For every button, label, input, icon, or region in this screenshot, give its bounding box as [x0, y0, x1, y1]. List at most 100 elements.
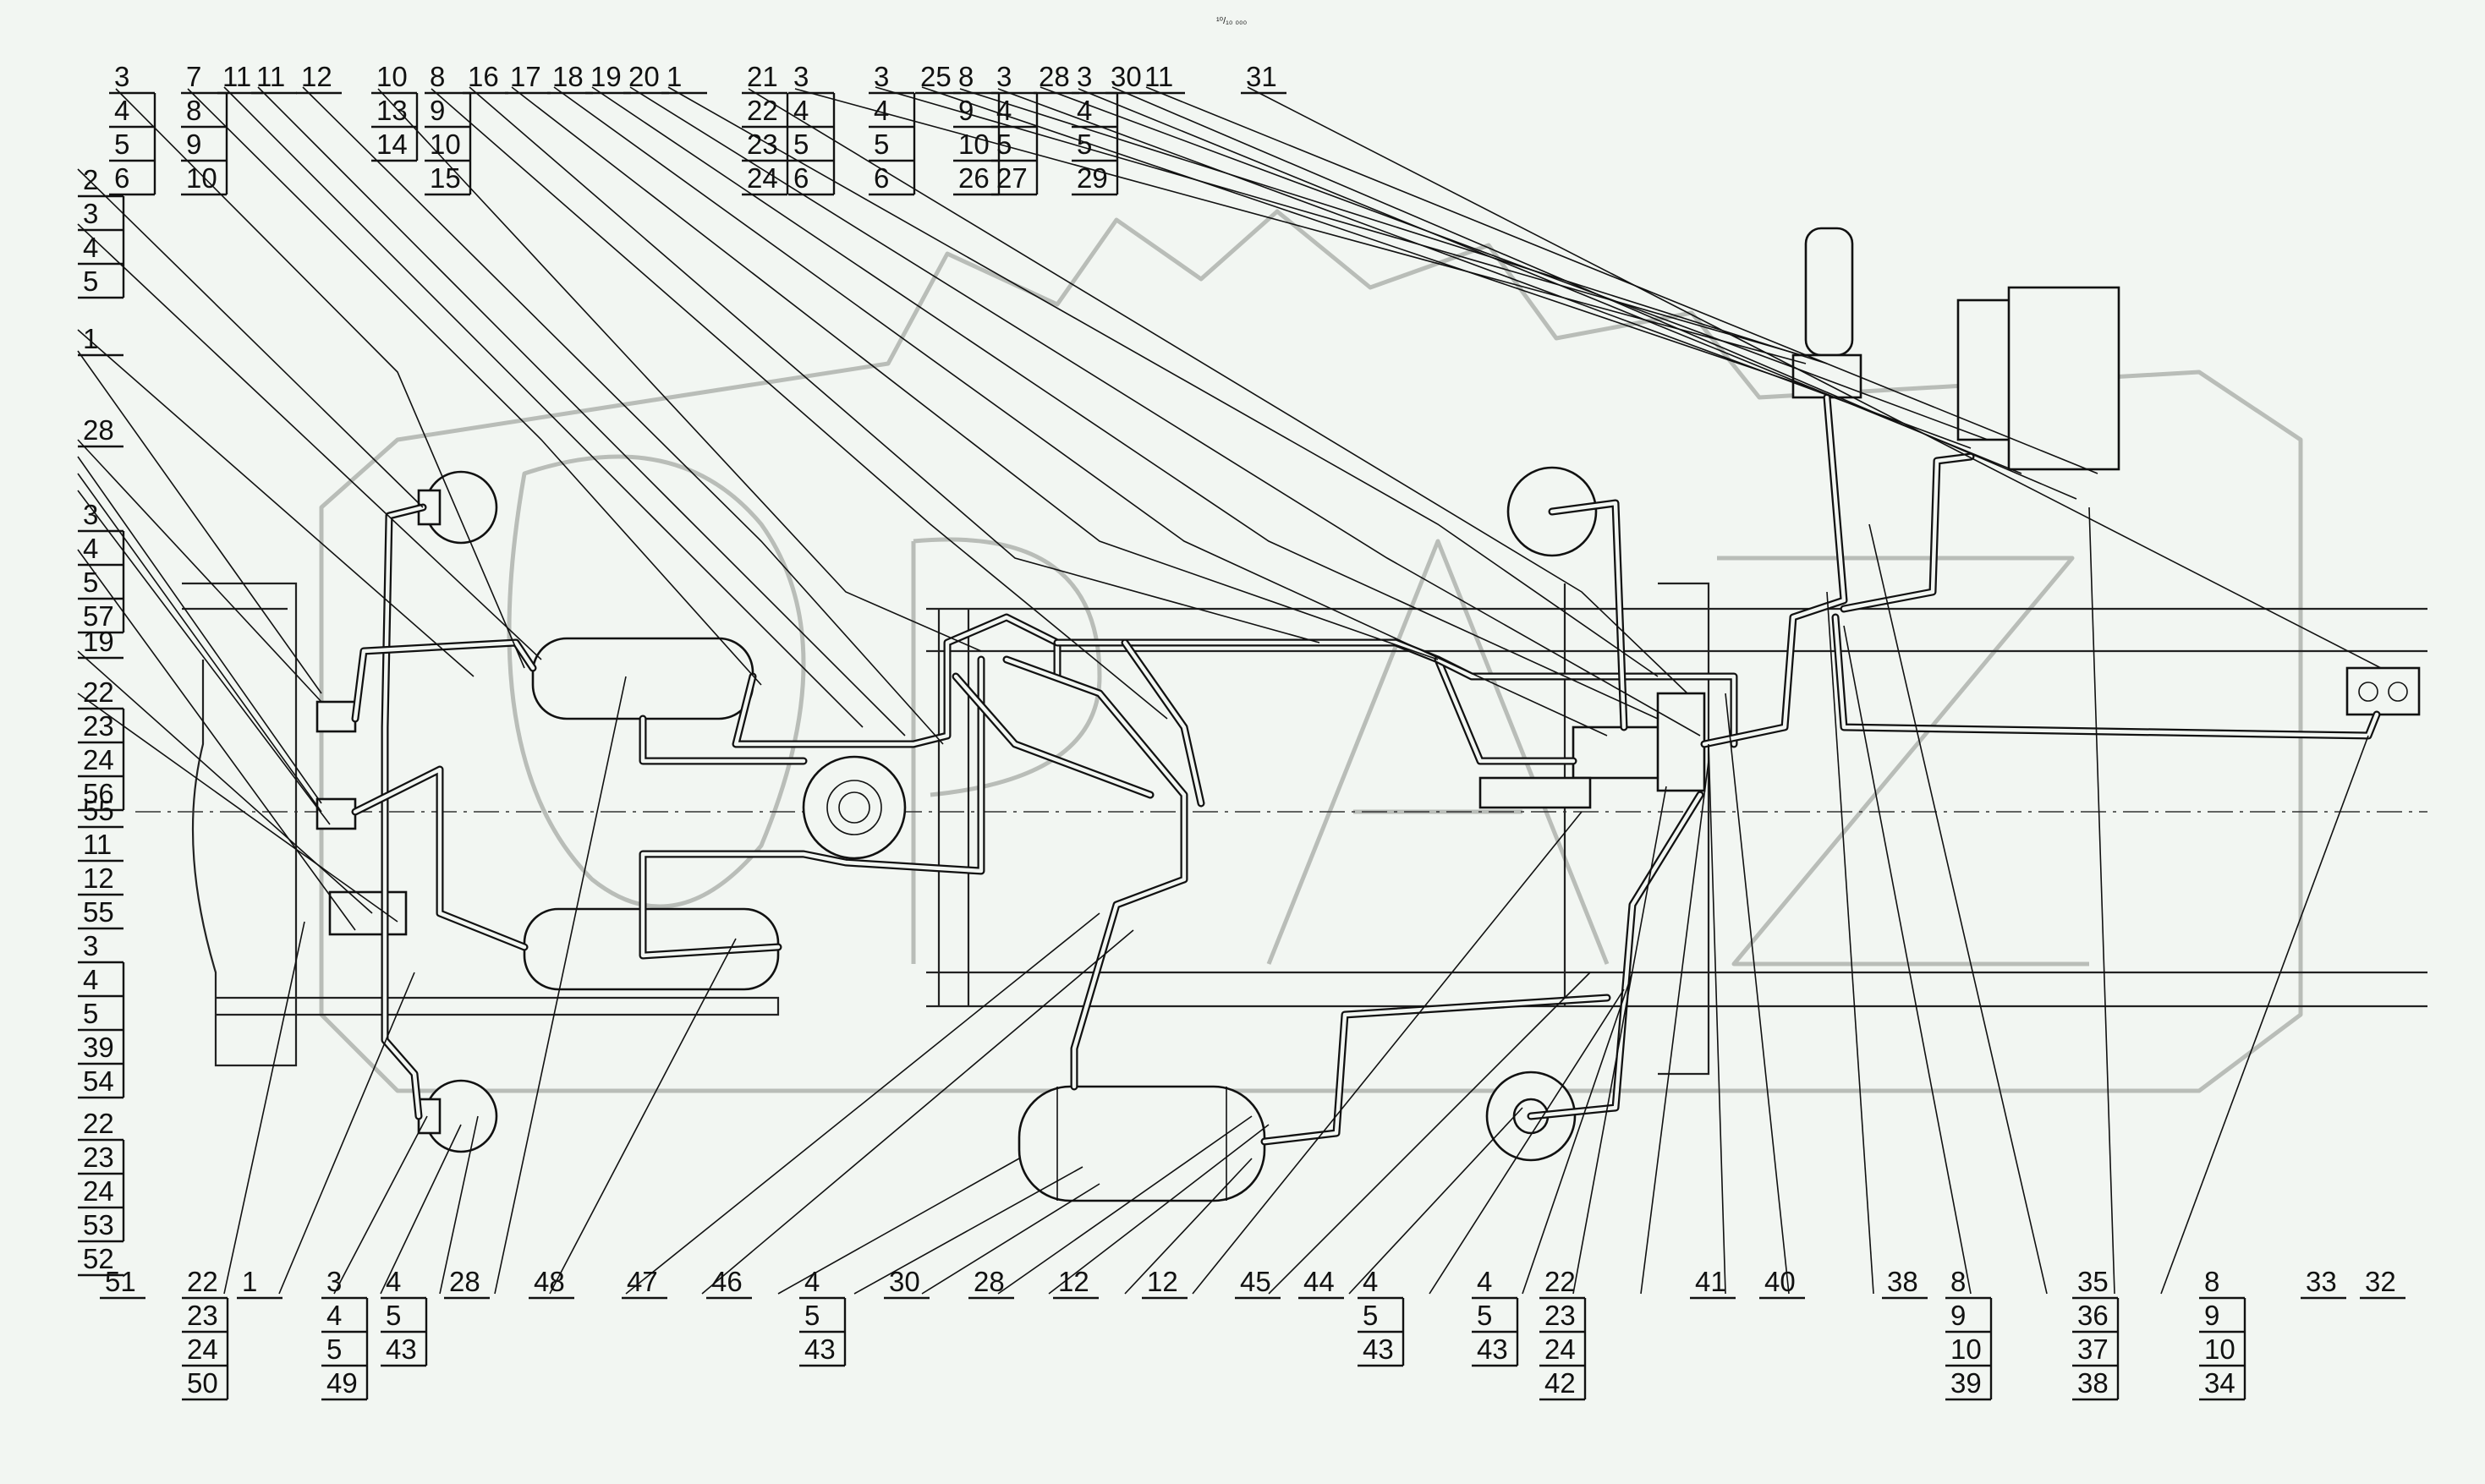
- callout-number: 13: [376, 95, 408, 126]
- callout-bottom-0: 51: [100, 1266, 145, 1300]
- callout-number: 25: [920, 61, 952, 92]
- callout-number: 9: [1950, 1300, 1966, 1331]
- callout-top-16: 25: [915, 61, 961, 95]
- callout-number: 11: [1144, 61, 1173, 92]
- brake-chamber-left-upper: [417, 470, 498, 545]
- callout-top-8: 17: [505, 61, 551, 95]
- callout-number: 55: [83, 795, 114, 826]
- callout-number: 54: [83, 1065, 114, 1097]
- callout-number: 33: [2306, 1266, 2337, 1297]
- callout-bottom-13: 12: [1142, 1266, 1188, 1300]
- callout-number: 5: [1477, 1300, 1492, 1331]
- callout-bottom-5: 28: [444, 1266, 490, 1300]
- callout-number: 22: [83, 1108, 114, 1139]
- callout-number: 24: [747, 162, 778, 194]
- callout-number: 8: [2204, 1266, 2219, 1297]
- callout-number: 4: [114, 95, 129, 126]
- callout-number: 23: [1544, 1300, 1576, 1331]
- callout-top-19: 28: [1034, 61, 1079, 95]
- callout-number: 44: [1303, 1266, 1335, 1297]
- callout-number: 6: [874, 162, 889, 194]
- callout-bottom-20: 40: [1759, 1266, 1805, 1300]
- callout-number: 9: [2204, 1300, 2219, 1331]
- callout-number: 40: [1764, 1266, 1796, 1297]
- callout-number: 20: [628, 61, 660, 92]
- callout-number: 4: [83, 964, 98, 995]
- callout-number: 8: [958, 61, 974, 92]
- callout-number: 4: [1077, 95, 1092, 126]
- callout-number: 11: [83, 829, 112, 860]
- callout-number: 24: [187, 1333, 218, 1365]
- callout-top-7: 16: [463, 61, 508, 95]
- callout-top-4: 12: [296, 61, 342, 95]
- callout-number: 8: [186, 95, 201, 126]
- callout-number: 6: [793, 162, 809, 194]
- callout-number: 57: [83, 600, 114, 632]
- callout-number: 3: [793, 61, 809, 92]
- callout-number: 5: [114, 129, 129, 160]
- callout-top-9: 18: [547, 61, 593, 95]
- callout-number: 12: [1058, 1266, 1089, 1297]
- callout-number: 41: [1695, 1266, 1726, 1297]
- callout-top-21: 30: [1105, 61, 1151, 95]
- callout-left-9: 55: [78, 896, 123, 930]
- callout-number: 4: [804, 1266, 820, 1297]
- callout-bottom-26: 32: [2360, 1266, 2405, 1300]
- callout-top-2: 11: [217, 61, 263, 95]
- callout-number: 17: [510, 61, 541, 92]
- callout-number: 4: [1477, 1266, 1492, 1297]
- callout-number: 43: [386, 1333, 417, 1365]
- callout-number: 5: [83, 567, 98, 598]
- callout-number: 24: [83, 1175, 114, 1207]
- callout-left-1: 1: [78, 323, 123, 357]
- callout-number: 51: [105, 1266, 136, 1297]
- callout-number: 3: [996, 61, 1012, 92]
- callout-number: 5: [386, 1300, 401, 1331]
- callout-number: 24: [1544, 1333, 1576, 1365]
- callout-number: 42: [1544, 1367, 1576, 1399]
- callout-number: 11: [256, 61, 285, 92]
- callout-number: 5: [83, 266, 98, 297]
- callout-number: 5: [996, 129, 1012, 160]
- callout-number: 32: [2365, 1266, 2396, 1297]
- callout-number: 11: [222, 61, 251, 92]
- callout-number: 23: [83, 710, 114, 742]
- callout-number: 35: [2077, 1266, 2109, 1297]
- callout-number: 10: [430, 129, 461, 160]
- callout-number: 15: [430, 162, 461, 194]
- callout-number: 7: [186, 61, 201, 92]
- callout-bottom-21: 38: [1882, 1266, 1928, 1300]
- callout-top-3: 11: [251, 61, 297, 95]
- callout-number: 52: [83, 1243, 114, 1274]
- callout-left-4: 19: [78, 626, 123, 660]
- vehicle-frame: [135, 582, 2427, 1076]
- callout-number: 4: [874, 95, 889, 126]
- callout-number: 38: [1887, 1266, 1918, 1297]
- callout-number: 46: [711, 1266, 743, 1297]
- callout-number: 26: [958, 162, 990, 194]
- callout-number: 10: [958, 129, 990, 160]
- callout-number: 49: [326, 1367, 358, 1399]
- callout-number: 43: [1477, 1333, 1508, 1365]
- callout-number: 5: [1077, 129, 1092, 160]
- callout-number: 8: [1950, 1266, 1966, 1297]
- callout-number: 22: [747, 95, 778, 126]
- leader-lines: [77, 86, 2382, 1295]
- callout-number: 4: [793, 95, 809, 126]
- callout-number: 43: [1363, 1333, 1394, 1365]
- callout-number: 5: [804, 1300, 820, 1331]
- callout-bottom-14: 45: [1235, 1266, 1281, 1300]
- callout-number: 4: [996, 95, 1012, 126]
